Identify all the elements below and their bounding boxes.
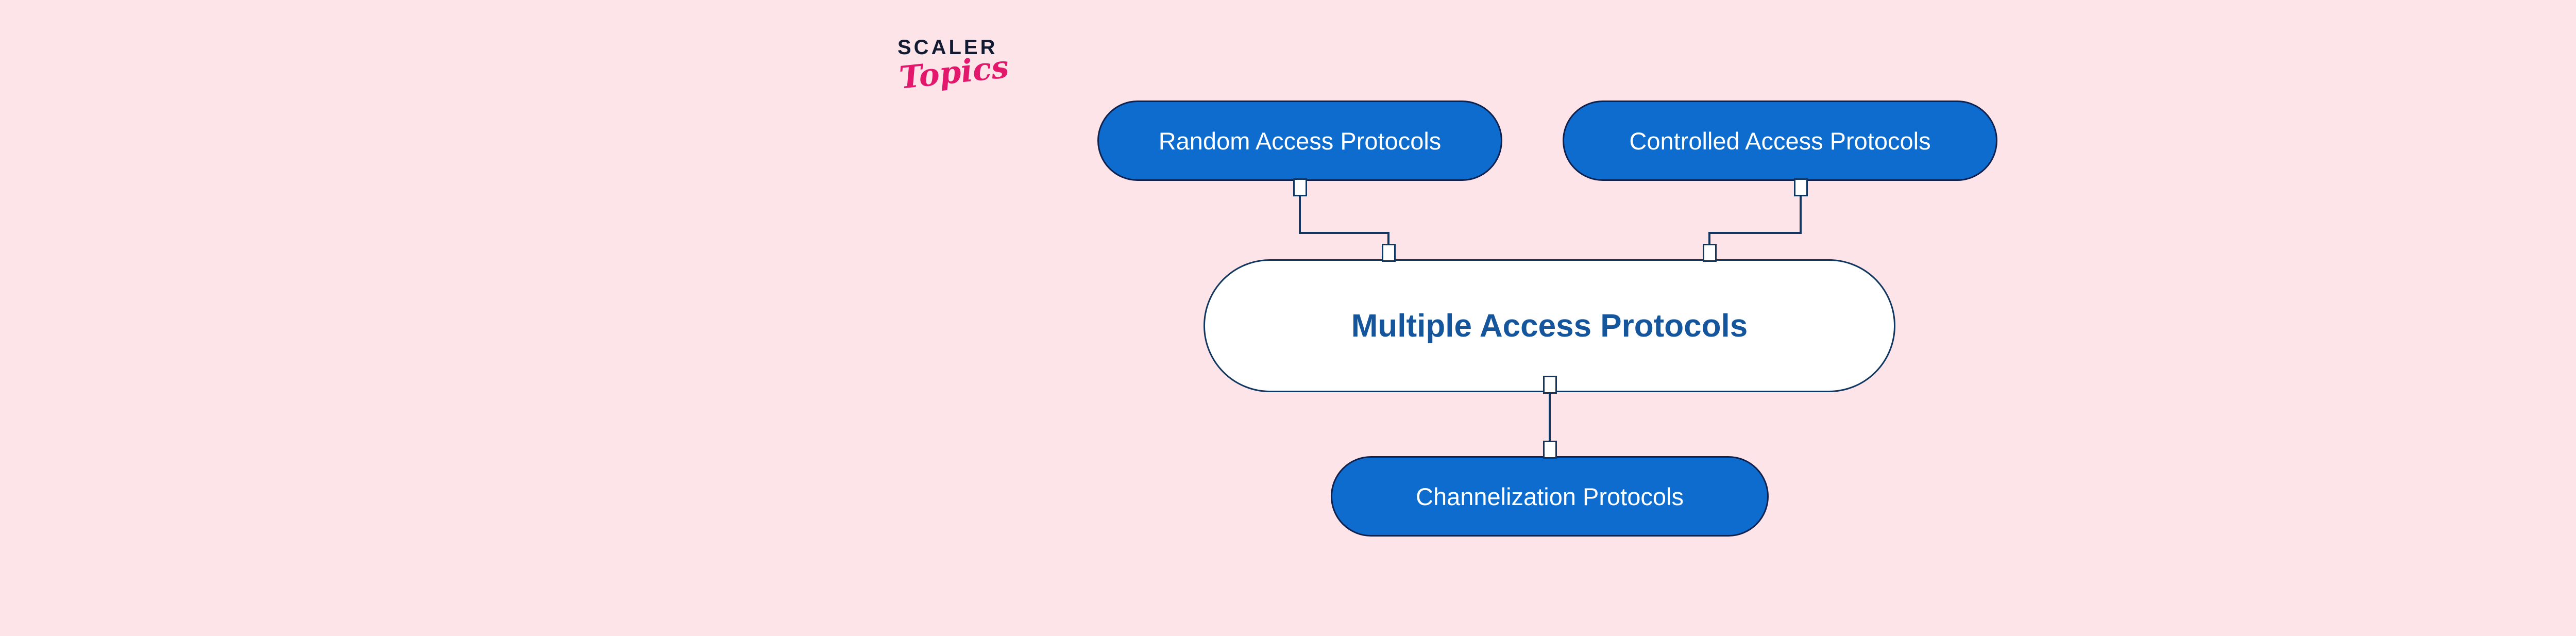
node-random-access-protocols[interactable]: Random Access Protocols bbox=[1097, 101, 1502, 181]
port-center-bottom bbox=[1543, 376, 1557, 394]
node-multiple-access-protocols-label: Multiple Access Protocols bbox=[1351, 308, 1748, 344]
node-controlled-access-protocols[interactable]: Controlled Access Protocols bbox=[1563, 101, 1997, 181]
node-random-access-protocols-label: Random Access Protocols bbox=[1158, 127, 1442, 155]
node-channelization-protocols-label: Channelization Protocols bbox=[1416, 482, 1684, 510]
scaler-topics-logo: SCALER Topics bbox=[897, 37, 1026, 125]
node-channelization-protocols[interactable]: Channelization Protocols bbox=[1331, 456, 1769, 537]
logo-wordmark-scaler: SCALER bbox=[897, 36, 998, 59]
edge-controlled-access-to-center bbox=[1708, 195, 1802, 260]
edge-random-access-to-center bbox=[1299, 195, 1389, 260]
port-center-top-left bbox=[1382, 244, 1396, 262]
port-center-top-right bbox=[1703, 244, 1717, 262]
node-controlled-access-protocols-label: Controlled Access Protocols bbox=[1629, 127, 1931, 155]
node-multiple-access-protocols[interactable]: Multiple Access Protocols bbox=[1204, 259, 1895, 392]
port-channelization-top bbox=[1543, 441, 1557, 459]
port-controlled-access-bottom bbox=[1794, 178, 1808, 196]
port-random-access-bottom bbox=[1293, 178, 1307, 196]
